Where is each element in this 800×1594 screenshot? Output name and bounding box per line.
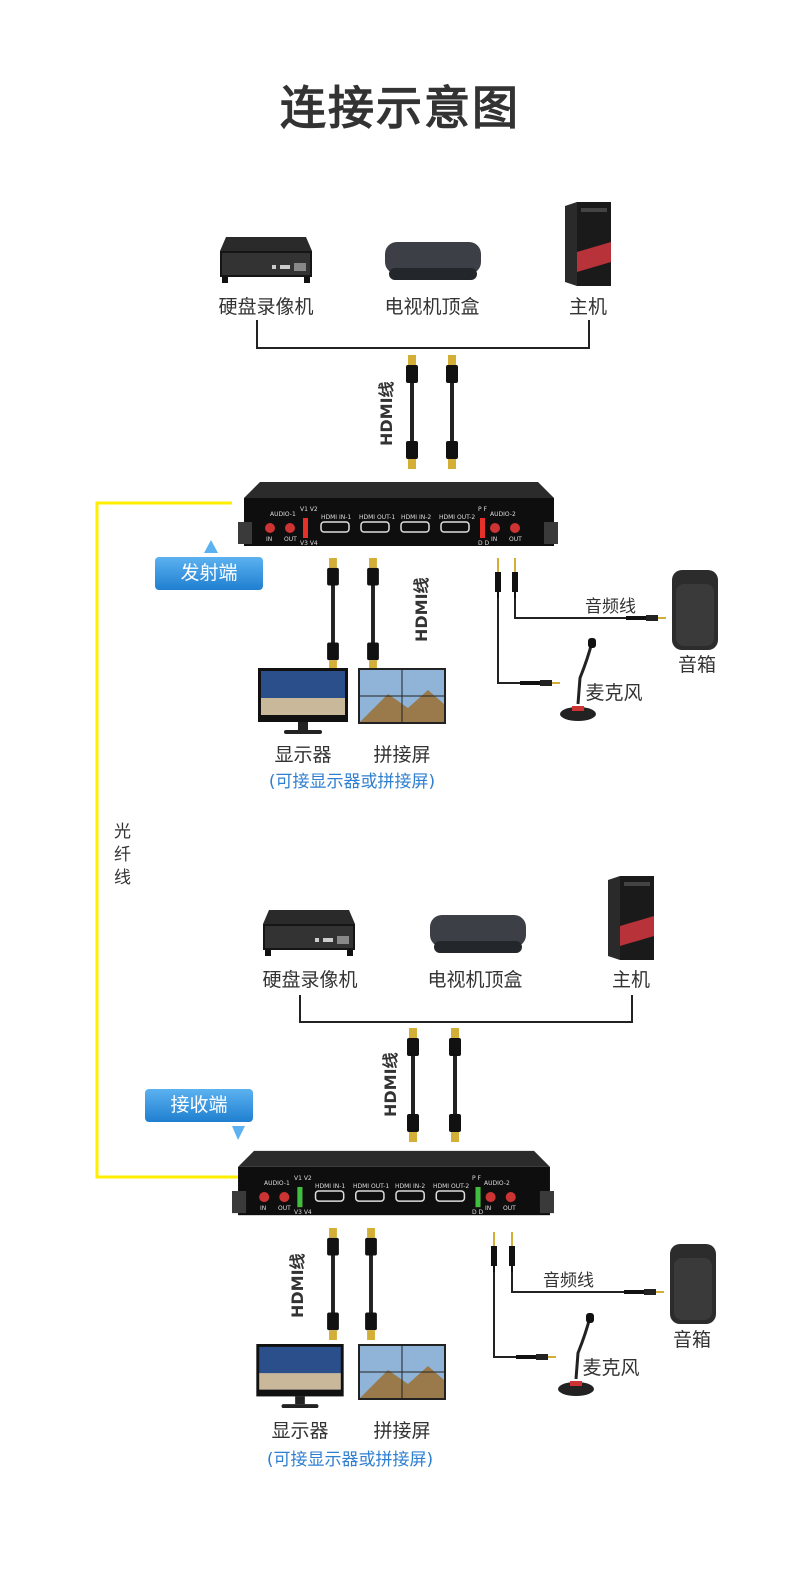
audio1-label: AUDIO-1 [270,511,296,518]
audio-cable-label: 音频线 [585,597,636,617]
hdmi-cable-label: HDMI线 [377,381,396,446]
speaker-label: 音箱 [672,1329,712,1351]
hdmi-out1-label: HDMI OUT-1 [359,514,396,521]
nvr-label: 硬盘录像机 [262,969,358,991]
hdmi-cable-icon [365,1228,377,1340]
mic-label: 麦克风 [585,682,643,704]
hdmi-cable-icon [327,558,339,670]
in-label: IN [260,1205,267,1212]
hdmi-cable-icon [406,355,418,469]
nvr-icon [263,910,355,956]
fiber-line [95,501,243,1179]
hdmi-cable-icon [446,355,458,469]
audio-jack-icon [520,680,560,686]
pc-tower-icon [565,202,611,286]
hdmi-in2-label: HDMI IN-2 [395,1183,426,1190]
mic-cable-line [497,598,522,684]
set-top-box-label: 电视机顶盒 [384,296,480,318]
audio-cable-line [511,1272,626,1293]
in-label: IN [266,536,273,543]
v34-label: V3 V4 [294,1209,312,1216]
speaker-icon [672,570,718,650]
audio2-label: AUDIO-2 [490,511,516,518]
receiver-port-labels: AUDIO-1 AUDIO-2 HDMI IN-1 HDMI OUT-1 HDM… [232,1150,554,1222]
hdmi-cable-icon [407,1028,419,1142]
out-label: OUT [284,536,297,543]
video-wall-label: 拼接屏 [373,1420,431,1442]
set-top-box-label: 电视机顶盒 [427,969,523,991]
pc-label: 主机 [568,296,608,318]
dd-label: D D [478,540,490,547]
hdmi-cable-label: HDMI线 [381,1052,400,1117]
pf-label: P F [472,1175,481,1182]
audio1-label: AUDIO-1 [264,1180,290,1187]
mic-cable-line [493,1272,518,1358]
hdmi-in2-label: HDMI IN-2 [401,514,432,521]
hdmi-out2-label: HDMI OUT-2 [433,1183,470,1190]
output-note: (可接显示器或拼接屏) [266,1450,434,1470]
audio-jack-icon [516,1354,556,1360]
transmitter-port-labels: AUDIO-1 AUDIO-2 HDMI IN-1 HDMI OUT-1 HDM… [238,482,558,552]
nvr-label: 硬盘录像机 [218,296,314,318]
set-top-box-icon [430,915,526,953]
monitor-icon [256,1344,344,1409]
monitor-icon [258,668,348,734]
hdmi-in1-label: HDMI IN-1 [321,514,352,521]
triangle-up-icon [204,540,218,553]
receiver-badge: 接收端 [145,1089,253,1122]
video-wall-icon [358,668,446,724]
hdmi-cable-icon [327,1228,339,1340]
transmitter-badge: 发射端 [155,557,263,590]
audio-jack-icon [509,1232,515,1272]
hdmi-out1-label: HDMI OUT-1 [353,1183,390,1190]
pf-label: P F [478,506,487,513]
hdmi-cable-label: HDMI线 [288,1253,307,1318]
hdmi-cable-icon [367,558,379,670]
out-label: OUT [503,1205,516,1212]
video-wall-icon [358,1344,446,1400]
triangle-down-icon [232,1126,245,1140]
page-title: 连接示意图 [280,81,520,135]
source-bracket-line [299,995,633,1023]
audio-cable-label: 音频线 [543,1271,594,1291]
out-label: OUT [509,536,522,543]
audio2-label: AUDIO-2 [484,1180,510,1187]
v12-label: V1 V2 [300,506,318,513]
audio-cable-line [514,598,628,619]
set-top-box-icon [385,242,481,280]
in-label: IN [491,536,498,543]
pc-tower-icon [608,876,654,960]
source-bracket-line [256,320,590,349]
audio-jack-icon [624,1289,664,1295]
hdmi-out2-label: HDMI OUT-2 [439,514,476,521]
monitor-label: 显示器 [274,744,332,766]
monitor-label: 显示器 [271,1420,329,1442]
dd-label: D D [472,1209,484,1216]
hdmi-in1-label: HDMI IN-1 [315,1183,346,1190]
out-label: OUT [278,1205,291,1212]
speaker-label: 音箱 [677,654,717,676]
mic-label: 麦克风 [582,1357,640,1379]
hdmi-cable-label: HDMI线 [412,577,431,642]
fiber-label: 光纤线 [110,822,130,891]
audio-jack-icon [495,558,501,598]
speaker-icon [670,1244,716,1324]
pc-label: 主机 [611,969,651,991]
v12-label: V1 V2 [294,1175,312,1182]
output-note: (可接显示器或拼接屏) [268,772,436,792]
in-label: IN [485,1205,492,1212]
hdmi-cable-icon [449,1028,461,1142]
audio-jack-icon [512,558,518,598]
v34-label: V3 V4 [300,540,318,547]
video-wall-label: 拼接屏 [373,744,431,766]
audio-jack-icon [491,1232,497,1272]
nvr-icon [220,237,312,283]
